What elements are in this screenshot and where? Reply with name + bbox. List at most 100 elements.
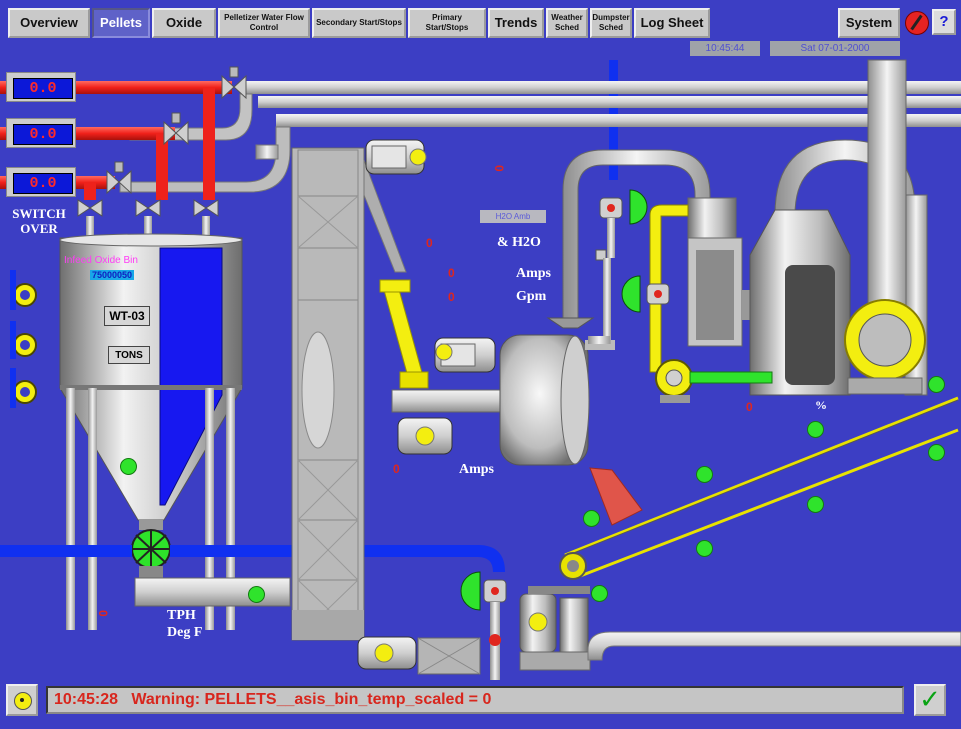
red-pipe-2-stub [0, 127, 10, 140]
control-valve-1[interactable] [595, 189, 648, 261]
mill-feed-shaft [391, 389, 503, 413]
motor-bottom [357, 636, 481, 675]
control-valve-3[interactable] [460, 571, 507, 680]
alarm-message: 10:45:28 Warning: PELLETS__asis_bin_temp… [46, 686, 904, 714]
screw-conveyor [134, 577, 291, 607]
status-light-belt-2 [696, 540, 713, 557]
tab-overview[interactable]: Overview [8, 8, 90, 38]
belt-conveyor [559, 396, 959, 580]
value-zero-1: 0 [426, 236, 433, 250]
tab-log-sheet[interactable]: Log Sheet [634, 8, 710, 38]
red-riser-2 [156, 133, 168, 200]
water-drop-pipe [603, 258, 611, 344]
amps-label-1: Amps [516, 266, 552, 281]
status-light-fan [928, 376, 945, 393]
bin-leg-2 [88, 388, 97, 630]
scrubber-tower [687, 237, 752, 347]
value-zero-4: 0 [393, 462, 400, 476]
status-light-belt-5 [928, 444, 945, 461]
tab-weather-sched[interactable]: Weather Sched [546, 8, 588, 38]
value-zero-2: 0 [448, 266, 455, 280]
status-light-belt-1 [696, 466, 713, 483]
control-valve-2[interactable] [621, 275, 670, 313]
switch-over-label: SWITCH OVER [12, 206, 66, 236]
infeed-oxide-bin [59, 233, 243, 521]
flow-readout-2: 0.0 [6, 118, 76, 148]
red-pipe-2 [75, 127, 175, 140]
pipe-top-1 [240, 81, 961, 94]
discharge-chute [589, 467, 643, 526]
circulation-pump [655, 359, 773, 403]
amps-label-2: Amps [459, 462, 495, 477]
pellet-mill-drum [499, 334, 615, 466]
motor-lower [397, 417, 453, 455]
percent-label: % [815, 398, 827, 412]
value-zero-3: 0 [448, 290, 455, 304]
red-pipe-3-stub [0, 176, 10, 189]
status-light-bin [120, 458, 137, 475]
water-line-bend [478, 545, 505, 572]
flow-readout-1-value: 0.0 [13, 78, 73, 99]
tab-oxide[interactable]: Oxide [152, 8, 216, 38]
value-zero-7: 0 [96, 610, 110, 617]
alarm-horn-icon[interactable] [6, 684, 38, 716]
tab-secondary-start-stops[interactable]: Secondary Start/Stops [312, 8, 406, 38]
alarm-icon[interactable] [905, 11, 929, 35]
deg-f-label: Deg F [167, 625, 203, 640]
value-zero-6: 0 [492, 165, 506, 172]
acknowledge-check-icon[interactable]: ✓ [914, 684, 946, 716]
status-light-belt-4 [807, 496, 824, 513]
tab-pelletizer-water-flow-control[interactable]: Pelletizer Water Flow Control [218, 8, 310, 38]
pump-3-icon[interactable] [10, 368, 38, 414]
valve-mid[interactable] [163, 112, 189, 146]
pump-1-icon[interactable] [10, 270, 38, 313]
tph-label: TPH [167, 608, 196, 623]
flow-readout-1: 0.0 [6, 72, 76, 102]
tab-dumpster-sched[interactable]: Dumpster Sched [590, 8, 632, 38]
h2o-indicator: H2O Amb [480, 210, 546, 223]
pipe-top-2 [258, 96, 961, 108]
status-light-separator [591, 585, 608, 602]
bin-leg-3 [205, 388, 214, 630]
valve-top[interactable] [221, 66, 247, 100]
red-riser-1 [203, 88, 215, 200]
pipe-bottom-right [587, 631, 961, 661]
pipe-top-3 [276, 114, 961, 127]
yellow-chute [383, 285, 425, 385]
water-line-left [0, 545, 132, 557]
bin-leg-1 [66, 388, 75, 630]
chute-bottom [399, 371, 429, 389]
scrubber-head [687, 197, 737, 239]
value-zero-5: 0 [746, 400, 753, 414]
tons-button[interactable]: TONS [108, 346, 150, 364]
rotary-feeder[interactable] [131, 520, 171, 580]
pipe-coupling [255, 144, 279, 160]
tab-pellets[interactable]: Pellets [92, 8, 150, 38]
top-nav-bar: Overview Pellets Oxide Pelletizer Water … [0, 0, 961, 44]
duct-hood [546, 317, 595, 329]
flow-readout-2-value: 0.0 [13, 124, 73, 145]
status-light-screw [248, 586, 265, 603]
tab-primary-start-stops[interactable]: Primary Start/Stops [408, 8, 486, 38]
motor-top [365, 139, 427, 175]
valve-low[interactable] [106, 161, 132, 195]
bin-value: 75000050 [90, 270, 135, 280]
status-light-mill [583, 510, 600, 527]
flow-readout-3: 0.0 [6, 167, 76, 197]
wt-03-button[interactable]: WT-03 [104, 306, 150, 326]
red-riser-3 [84, 182, 96, 200]
motor-mill [434, 337, 496, 373]
exhaust-fan [844, 299, 926, 395]
clock-time: 10:45:44 [690, 41, 760, 56]
pump-2-icon[interactable] [10, 321, 38, 363]
flow-readout-3-value: 0.0 [13, 173, 73, 194]
switchover-valves[interactable] [77, 199, 219, 238]
tab-system[interactable]: System [838, 8, 900, 38]
pipe-bend-2 [119, 126, 291, 193]
help-button[interactable]: ? [932, 9, 956, 35]
tab-trends[interactable]: Trends [488, 8, 544, 38]
water-drop-elbow [588, 336, 610, 344]
status-light-belt-3 [807, 421, 824, 438]
